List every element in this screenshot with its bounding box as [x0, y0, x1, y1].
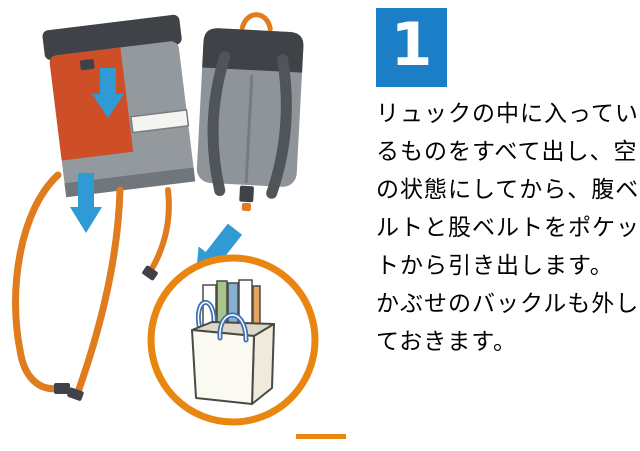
step-number-badge: 1: [376, 8, 447, 87]
instruction-line: ルトと股ベルトをポケッ: [376, 214, 640, 240]
instruction-line: リュックの中に入ってい: [376, 100, 639, 126]
orange-divider: [296, 434, 346, 439]
instruction-text: リュックの中に入ってい るものをすべて出し、空 の状態にしてから、腹ベ ルトと股…: [376, 94, 640, 360]
instruction-line: の状態にしてから、腹ベ: [376, 176, 640, 202]
strap-buckles: [54, 265, 158, 401]
tote-bag-with-books: [191, 279, 275, 405]
step-number: 1: [390, 9, 433, 80]
instruction-line: かぶせのバックルも外し: [376, 290, 640, 316]
instruction-line: ておきます。: [376, 328, 518, 354]
step-illustration: [12, 12, 346, 439]
instruction-line: るものをすべて出し、空: [376, 138, 638, 164]
instruction-line: トから引き出します。: [376, 252, 614, 278]
backpack-front-view: [42, 14, 196, 198]
backpack-back-view: [196, 12, 304, 212]
down-arrow-icon: [70, 68, 124, 233]
backpack-straps: [12, 171, 172, 396]
